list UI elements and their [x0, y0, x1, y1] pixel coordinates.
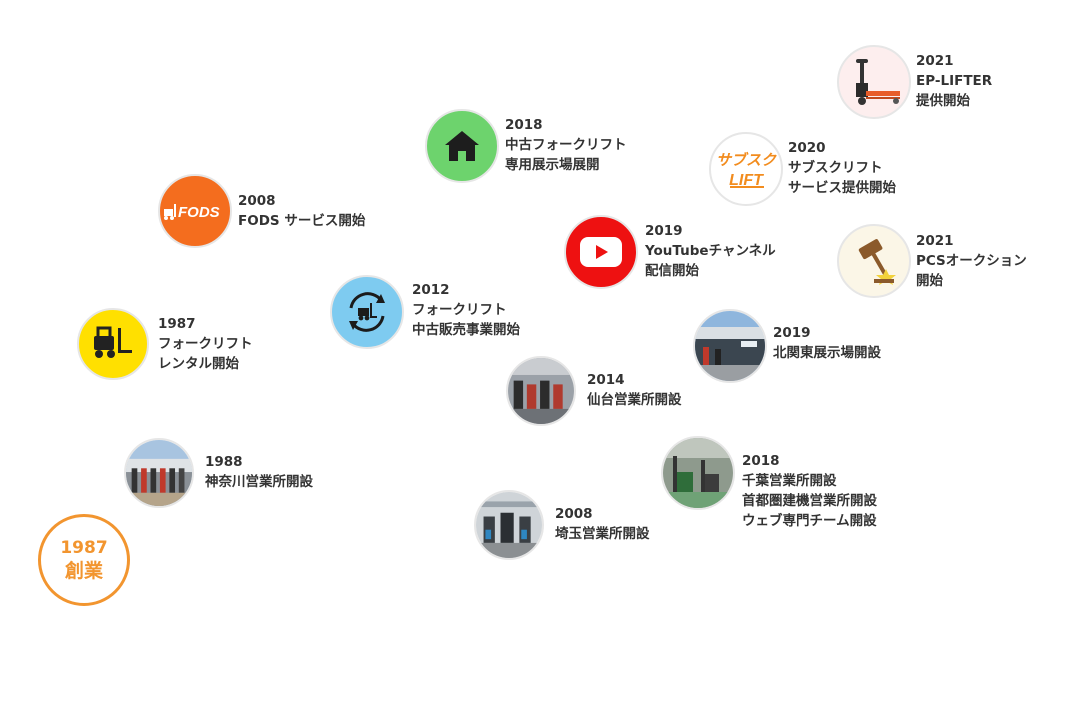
event-text-line: 中古販売事業開始: [412, 322, 520, 338]
event-text-line: ウェブ専門チーム開設: [742, 513, 877, 529]
subsc-lift-logo: サブスク LIFT: [709, 132, 783, 206]
event-text-line: 中古フォークリフト: [505, 137, 627, 153]
branch-photo: [474, 490, 544, 560]
youtube-icon: [564, 215, 638, 289]
founding-badge: 1987 創業: [38, 514, 130, 606]
event-year: 2014: [587, 372, 625, 388]
event-text-line: 埼玉営業所開設: [555, 526, 650, 542]
event-year: 2008: [238, 193, 276, 209]
subsc-logo-line1: サブスク: [716, 151, 777, 169]
event-year: 2018: [742, 453, 780, 469]
event-text-line: 千葉営業所開設: [742, 473, 837, 489]
event-year: 2018: [505, 117, 543, 133]
event-year: 1987: [158, 316, 196, 332]
event-text-line: FODS サービス開始: [238, 213, 366, 229]
event-text-line: YouTubeチャンネル: [645, 243, 776, 259]
event-text-line: 開始: [916, 273, 943, 289]
event-text-line: 配信開始: [645, 263, 699, 279]
event-text-line: 専用展示場展開: [505, 157, 600, 173]
event-text-line: PCSオークション: [916, 253, 1027, 269]
event-text-line: サブスクリフト: [788, 160, 883, 176]
event-text-line: レンタル開始: [158, 356, 239, 372]
founding-label: 創業: [64, 560, 103, 582]
event-year: 2012: [412, 282, 450, 298]
event-year: 2008: [555, 506, 593, 522]
branch-photo: [661, 436, 735, 510]
event-text-line: フォークリフト: [158, 336, 253, 352]
event-text-line: サービス提供開始: [788, 180, 896, 196]
house-icon: [425, 109, 499, 183]
branch-photo: [124, 438, 194, 508]
event-year: 2020: [788, 140, 826, 156]
fods-logo-text: FODS: [178, 204, 220, 221]
branch-photo: [693, 309, 767, 383]
event-year: 2021: [916, 53, 954, 69]
founding-year: 1987: [60, 538, 108, 558]
event-text-line: EP-LIFTER: [916, 73, 993, 89]
fods-logo: FODS: [158, 174, 232, 248]
hand-pallet-truck-icon: [837, 45, 911, 119]
subsc-logo-line2: LIFT: [729, 172, 764, 189]
event-text-line: 提供開始: [916, 93, 970, 109]
forklift-cycle-icon: [330, 275, 404, 349]
gavel-icon: [837, 224, 911, 298]
event-year: 1988: [205, 454, 243, 470]
event-text-line: 仙台営業所開設: [587, 392, 682, 408]
event-year: 2021: [916, 233, 954, 249]
forklift-icon: [77, 308, 149, 380]
event-year: 2019: [645, 223, 683, 239]
event-text-line: 神奈川営業所開設: [205, 474, 313, 490]
event-year: 2019: [773, 325, 811, 341]
event-text-line: 首都圏建機営業所開設: [742, 493, 877, 509]
branch-photo: [506, 356, 576, 426]
event-text-line: 北関東展示場開設: [773, 345, 881, 361]
event-text-line: フォークリフト: [412, 302, 507, 318]
